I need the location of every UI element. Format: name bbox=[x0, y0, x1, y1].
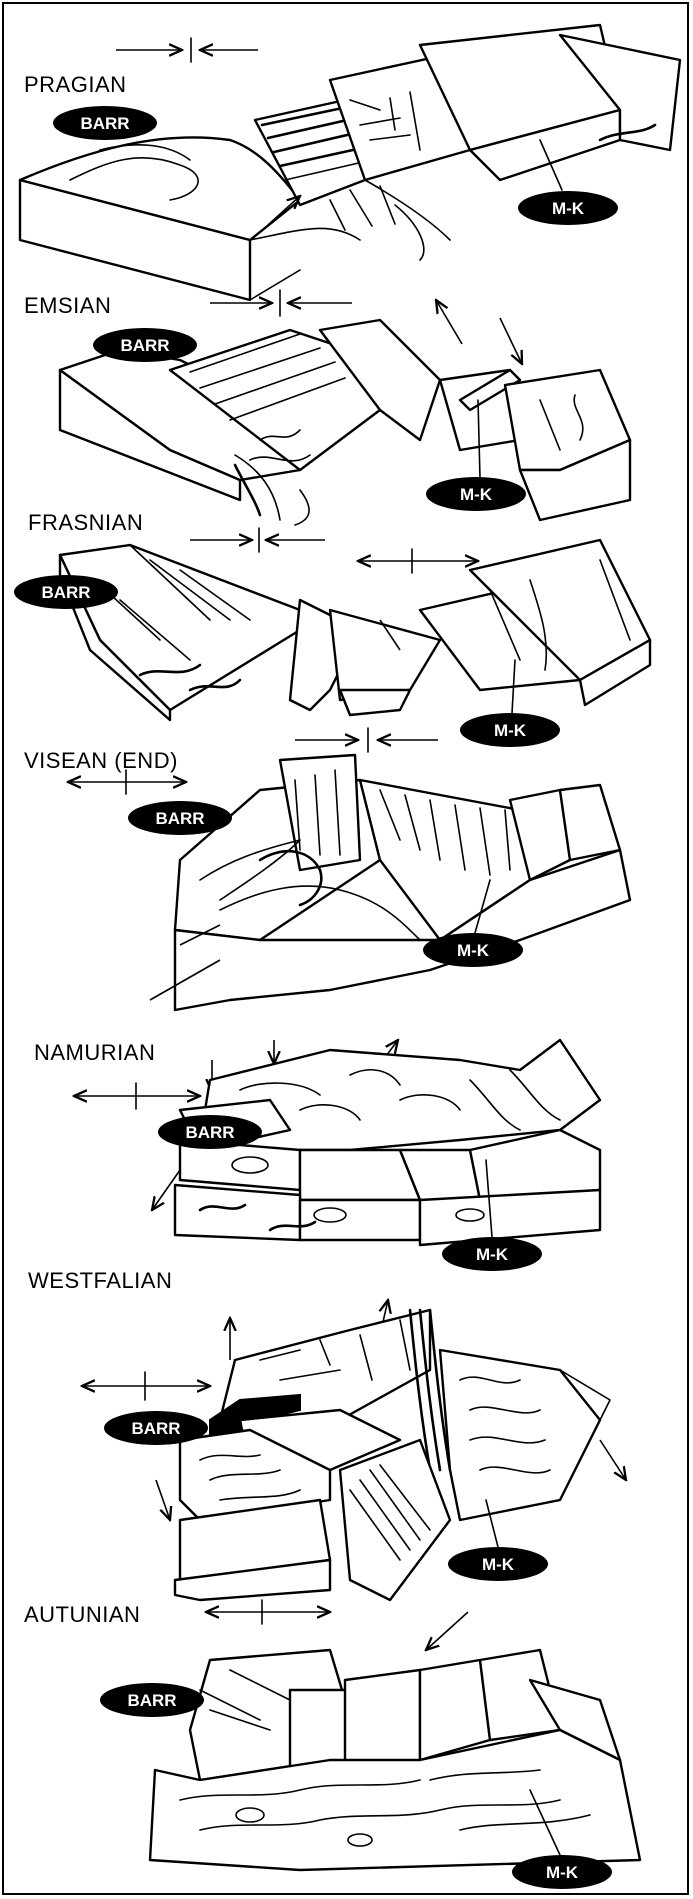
svg-text:M-K: M-K bbox=[494, 721, 527, 740]
extension-arrow-frasnian bbox=[358, 549, 478, 573]
block-diagram-pragian bbox=[20, 25, 680, 300]
svg-text:M-K: M-K bbox=[552, 199, 585, 218]
stage-namurian: NAMURIAN bbox=[34, 1040, 600, 1271]
stage-title-visean: VISEAN (END) bbox=[24, 748, 178, 773]
stage-visean: VISEAN (END) BARR bbox=[24, 728, 630, 1010]
svg-text:BARR: BARR bbox=[41, 583, 90, 602]
compression-arrow-visean bbox=[295, 728, 438, 752]
svg-text:BARR: BARR bbox=[131, 1419, 180, 1438]
svg-text:BARR: BARR bbox=[80, 114, 129, 133]
svg-text:BARR: BARR bbox=[120, 336, 169, 355]
svg-text:M-K: M-K bbox=[546, 1863, 579, 1882]
stage-frasnian: FRASNIAN BARR bbox=[14, 510, 650, 747]
svg-text:M-K: M-K bbox=[482, 1555, 515, 1574]
stage-westfalian: WESTFALIAN BARR bbox=[28, 1268, 626, 1600]
barr-label-frasnian: BARR bbox=[14, 575, 118, 609]
stage-autunian: AUTUNIAN BARR M-K bbox=[24, 1600, 640, 1889]
stage-title-autunian: AUTUNIAN bbox=[24, 1602, 140, 1627]
barr-label-westfalian: BARR bbox=[104, 1411, 208, 1445]
barr-label-pragian: BARR bbox=[53, 106, 157, 140]
stage-title-emsian: EMSIAN bbox=[24, 293, 111, 318]
extension-arrow-visean bbox=[68, 770, 186, 794]
extension-arrow-autunian bbox=[206, 1600, 468, 1650]
stage-pragian: PRAGIAN bbox=[20, 25, 680, 300]
svg-text:BARR: BARR bbox=[127, 1691, 176, 1710]
svg-text:BARR: BARR bbox=[185, 1123, 234, 1142]
barr-label-autunian: BARR bbox=[100, 1683, 204, 1717]
compression-arrow-frasnian bbox=[190, 528, 325, 552]
stage-title-westfalian: WESTFALIAN bbox=[28, 1268, 172, 1293]
svg-text:M-K: M-K bbox=[457, 941, 490, 960]
extension-arrows-emsian bbox=[436, 300, 522, 364]
svg-text:BARR: BARR bbox=[155, 809, 204, 828]
block-diagram-visean bbox=[150, 755, 630, 1010]
svg-text:M-K: M-K bbox=[476, 1245, 509, 1264]
barr-label-visean: BARR bbox=[128, 801, 232, 835]
compression-arrow-pragian bbox=[116, 38, 258, 62]
stage-emsian: EMSIAN BARR bbox=[24, 290, 630, 525]
block-diagram-frasnian bbox=[60, 540, 650, 720]
barr-label-namurian: BARR bbox=[158, 1115, 262, 1149]
svg-text:M-K: M-K bbox=[460, 485, 493, 504]
stage-title-pragian: PRAGIAN bbox=[24, 72, 127, 97]
stage-title-frasnian: FRASNIAN bbox=[28, 510, 143, 535]
block-diagram-westfalian bbox=[175, 1310, 610, 1600]
block-diagram-autunian bbox=[150, 1650, 640, 1870]
barr-label-emsian: BARR bbox=[93, 328, 197, 362]
stage-title-namurian: NAMURIAN bbox=[34, 1040, 155, 1065]
